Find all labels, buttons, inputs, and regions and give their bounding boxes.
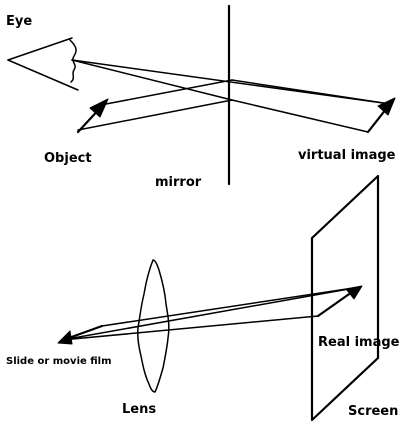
label-mirror: mirror [155,175,202,190]
label-object: Object [44,151,92,166]
mirror-diagram: Eye Object mirror virtual image [6,4,396,190]
real-image-arrow [316,285,363,318]
ray-object-base [77,99,233,131]
eye-icon [7,37,79,91]
virtual-image-arrow [366,97,396,134]
label-slide: Slide or movie film [6,356,112,367]
label-screen: Screen [348,404,398,419]
slide-arrow [57,324,104,345]
lens-shape [137,259,170,393]
label-lens: Lens [122,402,156,417]
label-eye: Eye [6,14,32,29]
ray-tip-upper [61,286,361,341]
label-real-image: Real image [318,335,400,350]
ray-tip-lower [101,286,361,327]
screen-plane [310,174,380,422]
object-arrow [76,98,109,134]
ray-base [61,315,319,341]
lens-diagram: Slide or movie film Lens Real image Scre… [6,174,400,422]
label-virtual-image: virtual image [298,148,396,163]
extension-virtual-tip [231,79,391,105]
extension-virtual-base [231,99,369,133]
ray-object-tip [105,79,233,105]
sight-line-to-object [71,59,233,101]
